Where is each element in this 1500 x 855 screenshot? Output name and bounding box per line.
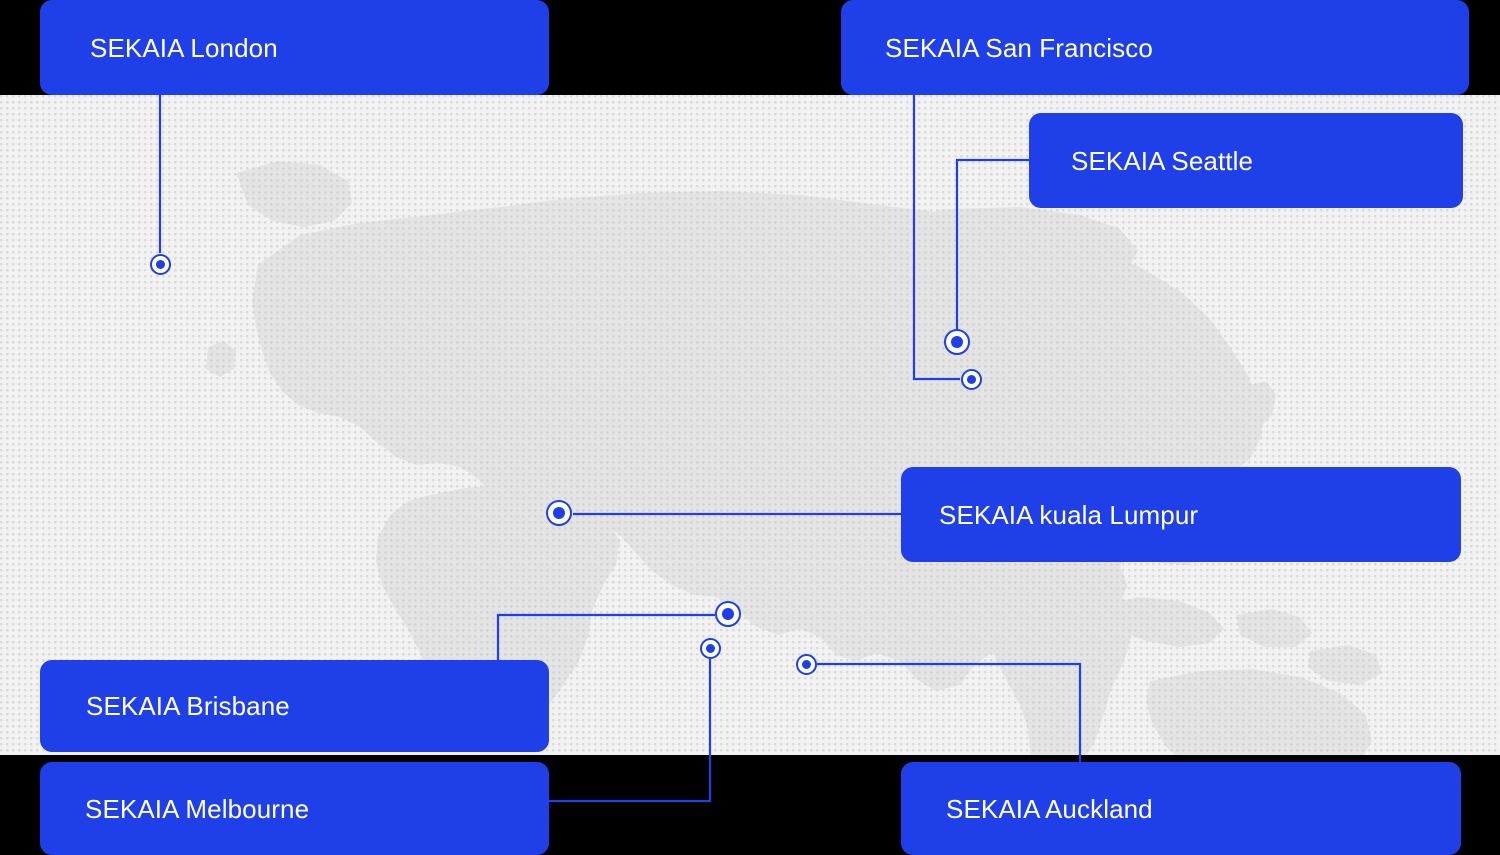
location-label-melbourne[interactable]: SEKAIA Melbourne <box>40 762 549 855</box>
location-label-san-francisco[interactable]: SEKAIA San Francisco <box>841 0 1469 95</box>
map-marker-brisbane[interactable] <box>715 601 741 627</box>
marker-dot-icon <box>553 507 565 519</box>
location-label-kuala-lumpur[interactable]: SEKAIA kuala Lumpur <box>901 467 1461 562</box>
location-label-brisbane[interactable]: SEKAIA Brisbane <box>40 660 549 752</box>
map-marker-melbourne[interactable] <box>699 637 721 659</box>
location-label-text: SEKAIA kuala Lumpur <box>939 499 1199 530</box>
location-label-auckland[interactable]: SEKAIA Auckland <box>901 762 1461 855</box>
location-label-seattle[interactable]: SEKAIA Seattle <box>1029 113 1463 208</box>
location-label-text: SEKAIA Melbourne <box>85 793 310 824</box>
marker-dot-icon <box>951 336 963 348</box>
map-marker-auckland[interactable] <box>795 653 817 675</box>
marker-dot-icon <box>722 608 734 620</box>
map-marker-kuala-lumpur[interactable] <box>546 500 572 526</box>
location-label-text: SEKAIA Brisbane <box>86 691 290 721</box>
location-label-text: SEKAIA London <box>90 32 278 63</box>
location-label-text: SEKAIA Auckland <box>946 793 1153 824</box>
map-marker-seattle[interactable] <box>944 329 970 355</box>
location-label-text: SEKAIA Seattle <box>1071 145 1254 176</box>
location-label-london[interactable]: SEKAIA London <box>40 0 549 95</box>
marker-dot-icon <box>705 643 715 653</box>
map-marker-london[interactable] <box>149 253 171 275</box>
marker-dot-icon <box>155 259 165 269</box>
map-marker-san-francisco[interactable] <box>960 368 982 390</box>
location-label-text: SEKAIA San Francisco <box>885 32 1153 63</box>
marker-dot-icon <box>966 374 976 384</box>
marker-dot-icon <box>801 659 811 669</box>
